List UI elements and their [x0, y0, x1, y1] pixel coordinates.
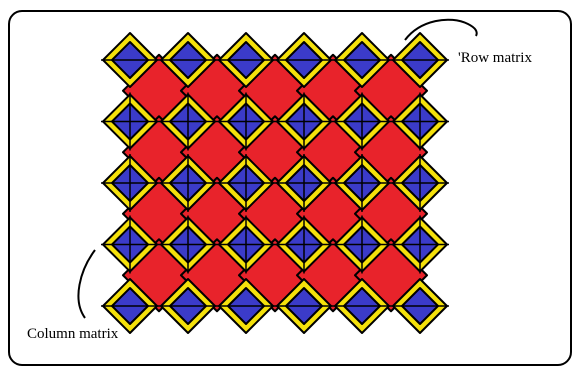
matrix-cell	[159, 154, 217, 212]
matrix-cell	[275, 154, 333, 212]
matrix-cell	[333, 278, 391, 334]
diagram-frame	[8, 10, 572, 366]
matrix-cell	[333, 215, 391, 274]
matrix-cell	[217, 92, 275, 151]
matrix-cell	[333, 32, 391, 88]
matrix-cell	[101, 278, 159, 334]
matrix-cell	[101, 32, 159, 88]
matrix-cell	[275, 278, 333, 334]
matrix-cell	[159, 32, 217, 88]
matrix-cell	[217, 215, 275, 274]
matrix-cell	[275, 92, 333, 151]
matrix-cell	[217, 154, 275, 212]
matrix-cell	[391, 32, 449, 88]
matrix-cell	[159, 92, 217, 151]
matrix-cell	[217, 32, 275, 88]
matrix-cell	[275, 32, 333, 88]
matrix-cell	[101, 154, 159, 212]
cell-layer	[101, 32, 449, 334]
column-matrix-label: Column matrix	[27, 326, 119, 342]
matrix-cell	[101, 92, 159, 151]
matrix-cell	[333, 154, 391, 212]
matrix-cell	[159, 215, 217, 274]
matrix-cell	[391, 154, 449, 212]
matrix-cell	[391, 92, 449, 151]
matrix-cell	[391, 215, 449, 274]
matrix-cell	[275, 215, 333, 274]
matrix-cell	[217, 278, 275, 334]
row-matrix-label: 'Row matrix	[458, 50, 532, 66]
matrix-cell	[159, 278, 217, 334]
matrix-cell	[333, 92, 391, 151]
matrix-cell	[391, 278, 449, 334]
row-matrix-pointer	[404, 18, 478, 41]
column-matrix-pointer	[77, 249, 96, 319]
matrix-cell	[101, 215, 159, 274]
